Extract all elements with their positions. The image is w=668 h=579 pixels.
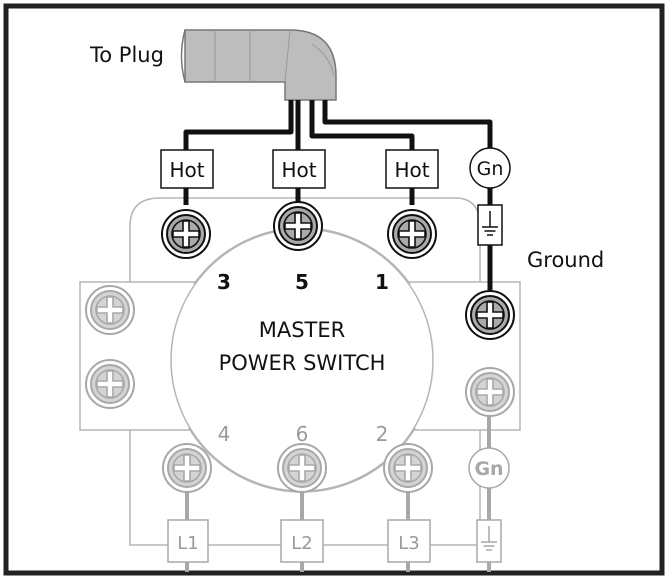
load-label-box [280, 519, 324, 563]
gn-bottom-label: Gn [474, 458, 503, 480]
aux-screw-icon [85, 359, 135, 409]
terminal-number-label: 3 [217, 270, 231, 294]
ground-out-icon [476, 519, 502, 563]
terminal-2-screw-icon [383, 443, 433, 493]
terminal-number-label: 2 [376, 422, 389, 446]
switch-title-line1: MASTER [259, 318, 346, 342]
load-label-box [387, 519, 431, 563]
switch-title-line2: POWER SWITCH [219, 351, 386, 375]
terminal-number-label: 4 [218, 422, 231, 446]
plug-cable [180, 29, 337, 101]
gn-top-circle [469, 147, 511, 189]
hot-label: Hot [169, 158, 204, 182]
to-plug-label: To Plug [89, 43, 164, 67]
gn-bottom-circle [468, 447, 510, 489]
hot-wires [183, 100, 493, 290]
terminal-3-screw-icon [161, 209, 211, 259]
terminal-5-screw-icon [273, 201, 323, 251]
hot-label-box [160, 149, 214, 189]
terminal-number-label: 5 [295, 270, 309, 294]
aux-screw-icon [85, 285, 135, 335]
load-label-box [167, 519, 209, 563]
terminal-6-screw-icon [277, 443, 327, 493]
terminal-number-label: 1 [375, 270, 389, 294]
load-label: L3 [398, 533, 419, 554]
hot-label-box [272, 149, 326, 189]
hot-label: Hot [281, 158, 316, 182]
ground-out-screw-icon [465, 367, 515, 417]
ground-in-screw-icon [465, 290, 515, 340]
terminal-4-screw-icon [162, 443, 212, 493]
load-label: L1 [177, 533, 198, 554]
ground-label: Ground [527, 248, 604, 272]
gn-top-label: Gn [477, 158, 504, 180]
hot-label: Hot [394, 158, 429, 182]
terminal-1-screw-icon [387, 209, 437, 259]
load-wires [185, 410, 491, 572]
load-label: L2 [291, 533, 312, 554]
hot-label-box [385, 149, 439, 189]
terminal-number-label: 6 [296, 422, 309, 446]
ground-icon [477, 204, 503, 246]
